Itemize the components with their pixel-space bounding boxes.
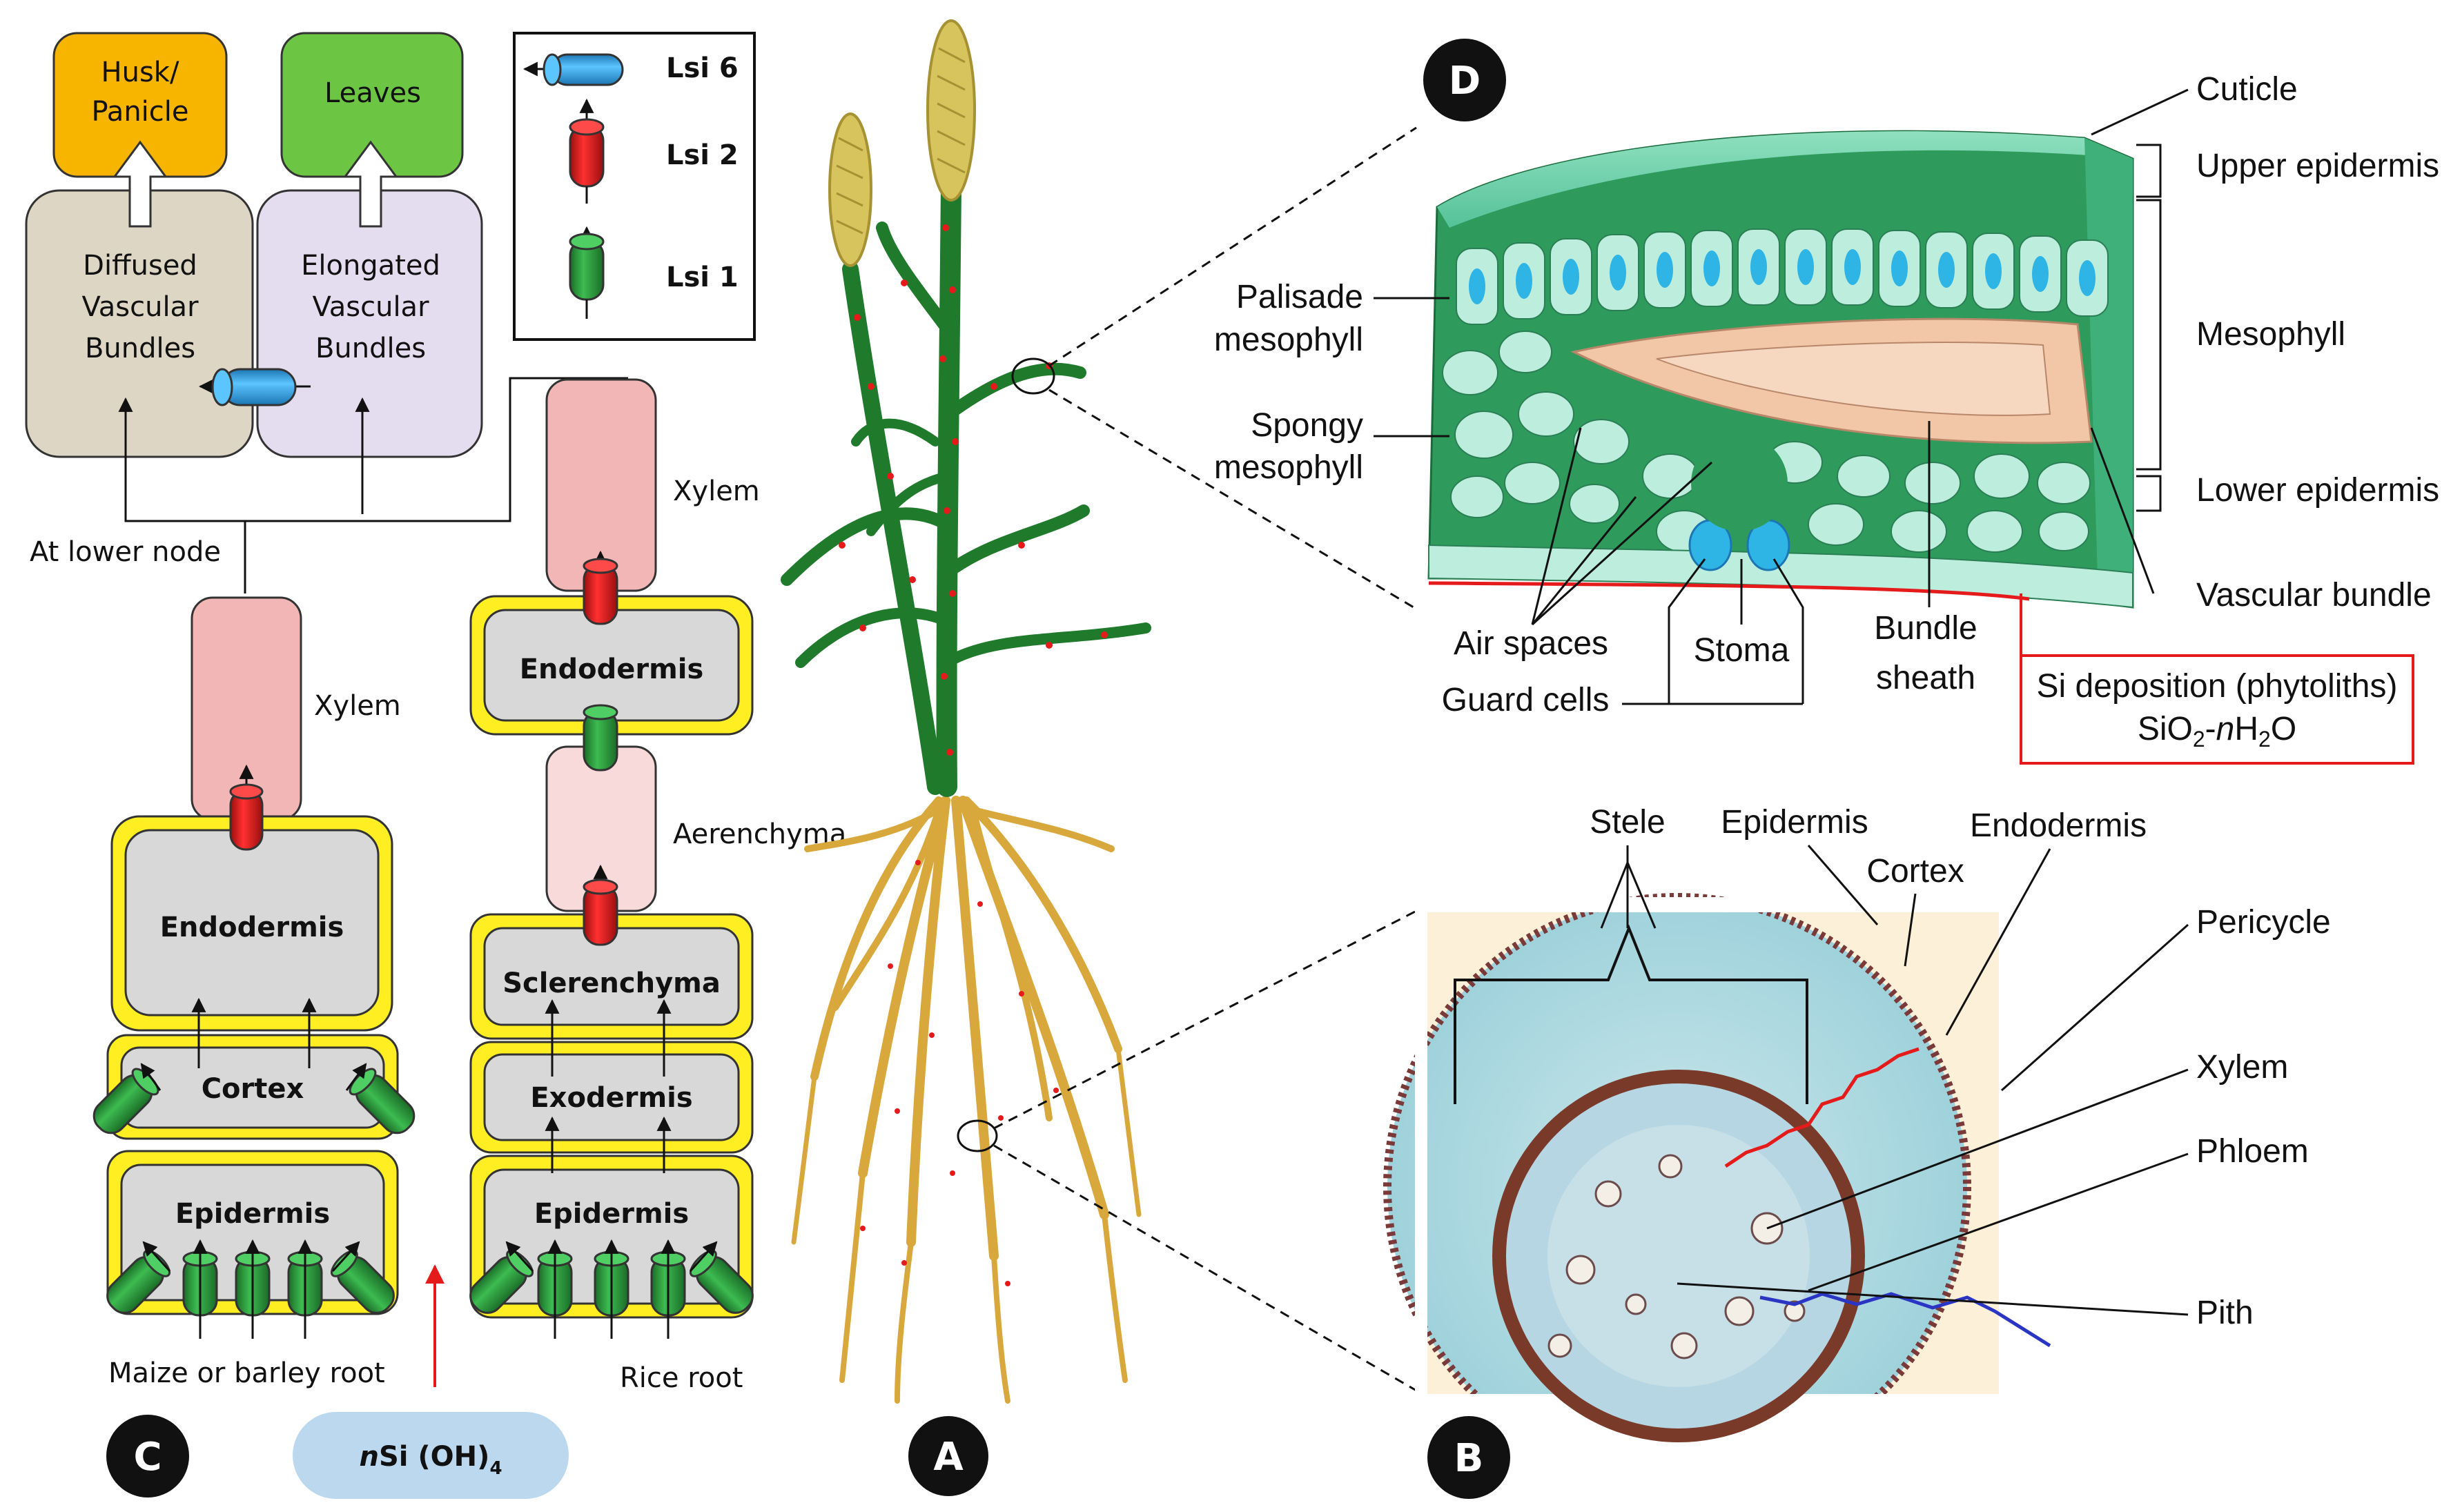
husk-label-1: Husk/	[101, 57, 179, 88]
vascular-bundle-label: Vascular bundle	[2196, 577, 2432, 613]
silicic-acid-label: nSi (OH)4	[359, 1441, 502, 1479]
upward-arrow-to-leaves	[343, 140, 398, 228]
panel-c-letter: C	[133, 1435, 162, 1480]
lsi6-legend-icon	[543, 53, 624, 86]
grain-heads	[828, 19, 976, 267]
stele-brace	[1454, 924, 1808, 1104]
mesophyll-label: Mesophyll	[2196, 316, 2345, 353]
air-spaces-label: Air spaces	[1454, 625, 1608, 662]
rice-endodermis-lsi2	[583, 558, 618, 625]
bundle-sheath-label-1: Bundle	[1874, 610, 1977, 647]
epidermis-label: Epidermis	[1721, 804, 1868, 841]
bundle-sheath-label-2: sheath	[1876, 660, 1975, 696]
si-deposition-label: Si deposition (phytoliths)	[2037, 668, 2398, 705]
maize-cortex-lsi1-left	[92, 1068, 159, 1135]
husk-label-2: Panicle	[91, 96, 188, 128]
stoma-label: Stoma	[1694, 632, 1790, 669]
panel-a-badge	[908, 1416, 988, 1496]
spongy-cells	[1442, 331, 2091, 553]
spongy-label-2: mesophyll	[1214, 449, 1363, 486]
maize-cortex-lsi1-right	[349, 1068, 416, 1135]
elongated-label-1: Elongated	[301, 250, 440, 282]
legend-lsi2: Lsi 2	[666, 139, 739, 171]
shoot	[781, 176, 1151, 797]
pericycle-label: Pericycle	[2196, 904, 2331, 941]
panel-d-badge	[1423, 39, 1506, 121]
phloem-label: Phloem	[2196, 1133, 2309, 1170]
upward-arrow-to-husk	[113, 140, 168, 228]
panel-d-letter: D	[1449, 59, 1481, 104]
panel-a-letter: A	[933, 1435, 964, 1480]
root-system	[791, 796, 1142, 1404]
palisade-label-1: Palisade	[1236, 279, 1363, 315]
panel-d: D	[1214, 39, 2439, 765]
silicic-acid-pill	[293, 1412, 569, 1499]
maize-root-caption: Maize or barley root	[108, 1357, 385, 1389]
si-deposition-line	[1428, 581, 2030, 601]
silicon-dots	[839, 224, 1108, 1286]
rice-epidermis-lsi1-set	[469, 1239, 754, 1339]
stele-label: Stele	[1590, 804, 1665, 841]
maize-xylem-label: Xylem	[314, 690, 401, 722]
panel-b-letter: B	[1454, 1436, 1484, 1481]
leaves-label: Leaves	[324, 77, 421, 109]
at-lower-node-label: At lower node	[30, 536, 221, 568]
pericycle-path	[1724, 1047, 1920, 1168]
lsi6-transporter-bundles	[211, 368, 297, 406]
leaf-zoom-marker	[1011, 357, 1055, 395]
diffused-label-3: Bundles	[85, 333, 195, 364]
rice-exodermis-label: Exodermis	[530, 1082, 692, 1114]
cuticle-label: Cuticle	[2196, 71, 2298, 108]
diffused-vascular-bundles-box	[25, 189, 254, 458]
panel-a-plant: A	[781, 19, 1417, 1496]
rice-sclerenchyma-label: Sclerenchyma	[502, 968, 721, 999]
sio2-formula: SiO2-nH2O	[2138, 711, 2296, 752]
palisade-label-2: mesophyll	[1214, 322, 1363, 358]
spongy-label-1: Spongy	[1251, 407, 1363, 444]
si-deposition-box	[2020, 654, 2414, 765]
guard-cells-label: Guard cells	[1442, 682, 1610, 718]
elongated-label-3: Bundles	[315, 333, 426, 364]
rice-endodermis-label: Endodermis	[520, 654, 704, 685]
endodermis-label: Endodermis	[1970, 807, 2147, 844]
xylem-vessels	[1547, 1154, 1806, 1359]
lsi1-legend-icon	[569, 233, 605, 301]
upper-epidermis-label: Upper epidermis	[2196, 148, 2439, 184]
maize-epidermis-label: Epidermis	[175, 1198, 330, 1230]
rice-epidermis-label: Epidermis	[534, 1198, 689, 1230]
root-zoom-marker	[957, 1119, 998, 1152]
legend-lsi6: Lsi 6	[666, 52, 739, 84]
maize-cortex-label: Cortex	[202, 1073, 304, 1105]
rice-root-caption: Rice root	[620, 1362, 743, 1394]
panel-c: Husk/ Panicle Leaves Diffused Vascular B…	[25, 32, 846, 1499]
panel-b: Stele Epidermis Cortex Endodermis Pericy…	[1383, 804, 2442, 1512]
legend-lsi1: Lsi 1	[666, 262, 739, 293]
elongated-vascular-bundles-box	[256, 189, 483, 458]
elongated-label-2: Vascular	[312, 291, 429, 323]
cortex-label: Cortex	[1866, 853, 1964, 890]
diffused-label-2: Vascular	[81, 291, 199, 323]
lower-epidermis-label: Lower epidermis	[2196, 472, 2439, 509]
xylem-label: Xylem	[2196, 1049, 2288, 1086]
panel-b-badge	[1427, 1416, 1510, 1499]
panel-c-badge	[106, 1415, 189, 1498]
rice-endodermis-lsi1	[583, 704, 618, 772]
rice-xylem-label: Xylem	[673, 475, 760, 507]
pith-label: Pith	[2196, 1295, 2254, 1331]
lsi2-legend-icon	[569, 118, 605, 188]
maize-endodermis-label: Endodermis	[160, 912, 344, 943]
pith-path	[1759, 1292, 2051, 1348]
rice-sclerenchyma-lsi2	[583, 878, 618, 946]
maize-lsi2-transporter	[229, 783, 264, 851]
maize-epidermis-lsi1-set	[106, 1239, 395, 1339]
stoma-guard-cells	[1688, 435, 1790, 571]
diffused-label-1: Diffused	[83, 250, 197, 282]
